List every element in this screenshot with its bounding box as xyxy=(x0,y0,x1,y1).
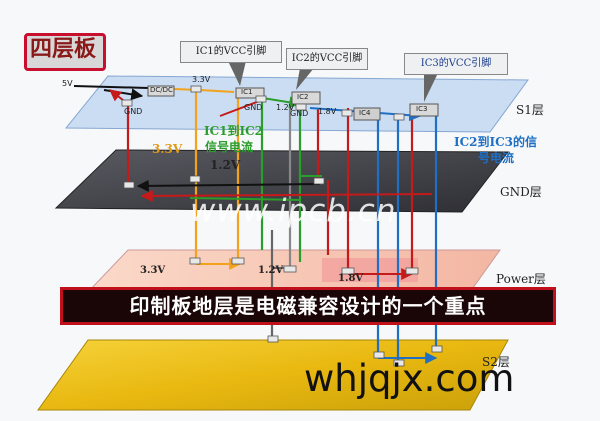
power-region-1v8 xyxy=(322,258,418,282)
label-ic1-ic2-line1: IC1到IC2 xyxy=(204,124,264,138)
pin-label-gnd-ic2: GND xyxy=(290,109,309,118)
chip-label-ic1: IC1 xyxy=(241,88,253,96)
label-1v2-main: 1.2V xyxy=(210,158,241,172)
gnd-return-1v2 xyxy=(136,179,321,192)
watermark-whjqjx: whjqjx.com xyxy=(304,357,515,400)
pin-label-1v2: 1.2V xyxy=(276,103,295,112)
label-power-1v8: 1.8V xyxy=(338,273,364,284)
chip-label-ic4: IC4 xyxy=(359,109,371,117)
diagram-title: 四层板 xyxy=(30,36,97,62)
pin-label-1v8: 1.8V xyxy=(318,107,337,116)
label-power-1v2: 1.2V xyxy=(258,265,284,276)
label-3v3-side: 3.3V xyxy=(152,142,183,156)
ic4-chip xyxy=(353,107,381,121)
layer-label-s1: S1层 xyxy=(516,103,544,117)
label-ic2-ic3-line2: 号电流 xyxy=(478,151,515,165)
layer-label-power: Power层 xyxy=(496,272,546,286)
layer-label-gnd: GND层 xyxy=(500,185,542,199)
ic1-chip xyxy=(235,87,265,99)
pin-label-gnd-ic1: GND xyxy=(244,103,263,112)
label-ic1-ic2-line2: 信号电流 xyxy=(205,140,254,154)
pin-label-5v: 5V xyxy=(62,79,73,88)
pad xyxy=(190,85,202,93)
trace-5v xyxy=(73,85,149,89)
label-power-3v3: 3.3V xyxy=(140,265,166,276)
callout-ic2-vcc: IC2的VCC引脚 xyxy=(286,48,368,70)
emc-banner: 印制板地层是电磁兼容设计的一个重点 xyxy=(60,287,556,325)
chip-label-ic3: IC3 xyxy=(416,105,428,113)
callout-ic1-vcc: IC1的VCC引脚 xyxy=(180,41,282,63)
emc-banner-text: 印制板地层是电磁兼容设计的一个重点 xyxy=(129,294,487,318)
dcdc-chip xyxy=(147,85,175,97)
chip-label-ic2: IC2 xyxy=(297,93,309,101)
gnd-return-current xyxy=(140,189,433,202)
ic3-chip xyxy=(409,103,439,117)
title-frame xyxy=(24,33,106,71)
label-ic2-ic3-line1: IC2到IC3的信 xyxy=(454,135,538,149)
pin-label-gnd-dcdc: GND xyxy=(124,107,143,116)
pin-label-3v3: 3.3V xyxy=(192,75,211,84)
chip-label-dcdc: DC/DC xyxy=(150,86,173,94)
watermark-ipcb: www.ipcb.cn xyxy=(190,193,397,229)
callout-ic3-vcc: IC3的VCC引脚 xyxy=(404,53,508,75)
layer-label-s2: S2层 xyxy=(482,355,510,369)
